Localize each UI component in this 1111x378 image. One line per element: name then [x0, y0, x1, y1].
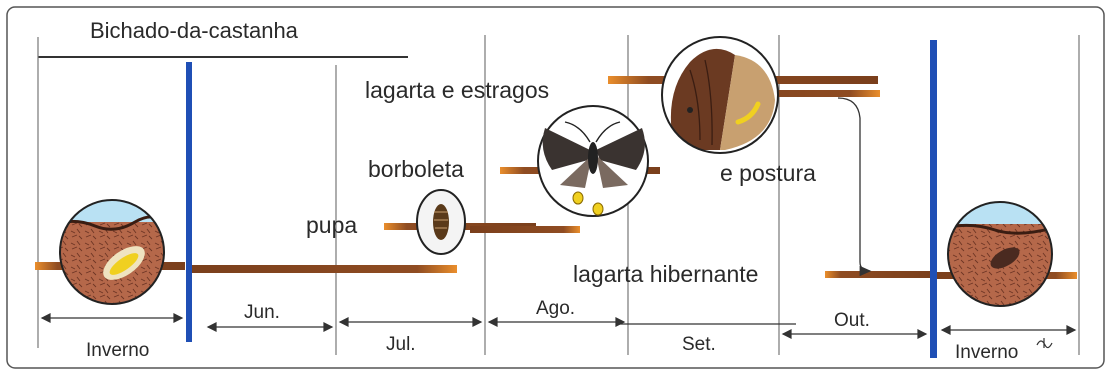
stage-moth-label: borboleta: [368, 156, 464, 182]
period-winter-end: Inverno: [955, 342, 1018, 363]
stage-laying-label: e postura: [720, 160, 816, 186]
stage-hibernating-larva-label: lagarta hibernante: [573, 261, 758, 287]
period-september: Set.: [682, 334, 716, 355]
pupa-icon: [417, 190, 465, 254]
period-june: Jun.: [244, 302, 280, 323]
larva-in-soil-icon: [55, 200, 170, 312]
period-august: Ago.: [536, 298, 575, 319]
cycle-arrow: [838, 98, 870, 271]
stage-pupa-label: pupa: [306, 212, 357, 238]
moth-with-eggs-icon: [538, 106, 648, 216]
hibernating-larva-icon: [945, 202, 1060, 314]
winter-start-bar: [930, 40, 937, 358]
artist-signature-icon: [1037, 338, 1052, 348]
winter-end-bar: [186, 62, 192, 342]
chestnut-larva-icon: [662, 37, 778, 153]
period-july: Jul.: [386, 334, 416, 355]
diagram-title: Bichado-da-castanha: [90, 18, 299, 43]
period-winter-start: Inverno: [86, 340, 149, 361]
stage-larva-damage-label: lagarta e estragos: [365, 77, 549, 103]
period-october: Out.: [834, 310, 870, 331]
